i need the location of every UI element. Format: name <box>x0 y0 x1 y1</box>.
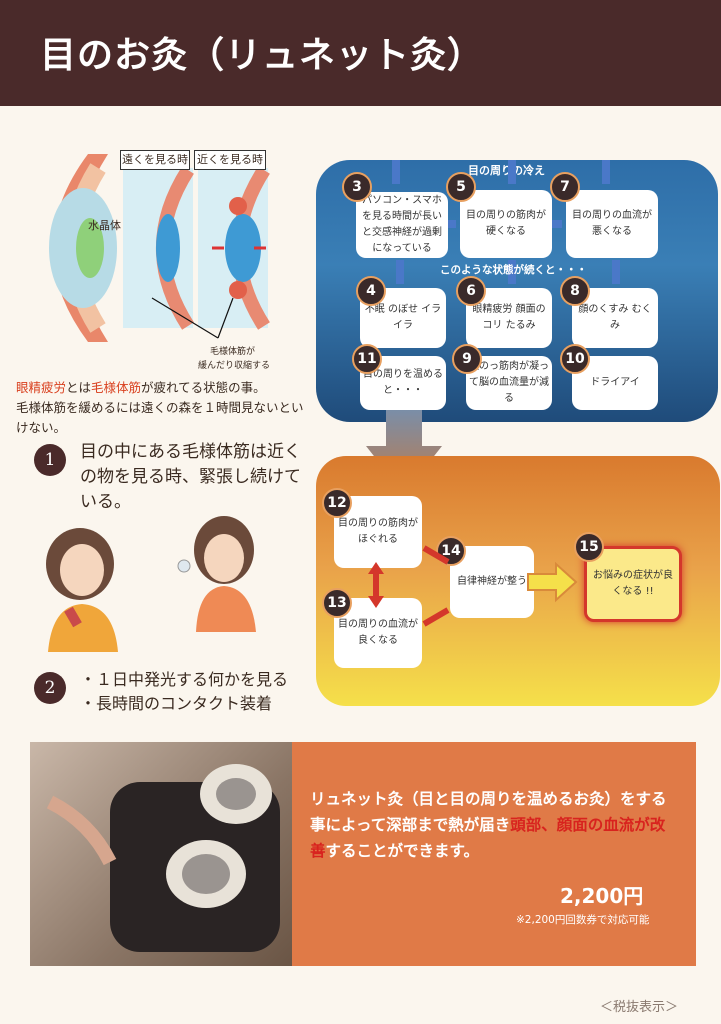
flow-card-7: 目の周りの血流が悪くなる <box>566 190 658 258</box>
badge-11: 11 <box>352 344 382 374</box>
woman-contact-lens-illustration <box>177 516 256 632</box>
badge-6: 6 <box>456 276 486 306</box>
promo-text-c: することができます。 <box>325 842 479 860</box>
flow-card-10: ドライアイ <box>572 356 658 410</box>
tax-note: ＜税抜表示＞ <box>600 1000 679 1015</box>
muscle-label-2: 緩んだり収縮する <box>198 361 271 371</box>
flow-card-3: パソコン・スマホを見る時間が長いと交感神経が過剰になっている <box>356 192 448 258</box>
promo-text-highlight: 頭部、顔面の血流が改善 <box>310 816 666 860</box>
flow-mid-label: このような状態が続くと・・・ <box>440 264 587 276</box>
promo-text: リュネット灸（目と目の周りを温めるお灸）をする事によって深部まで熱が届き頭部、顔… <box>310 786 680 864</box>
badge-12: 12 <box>322 488 352 518</box>
near-view-tag: 近くを見る時 <box>194 150 266 170</box>
eye-illustration <box>49 154 270 342</box>
intro-mid: とは <box>66 380 92 395</box>
price-note: ※2,200円回数券で対応可能 <box>516 914 650 926</box>
intro-text: 眼精疲労とは毛様体筋が疲れてる状態の事。 毛様体筋を緩めるには遠くの森を１時間見… <box>16 378 306 438</box>
term-eyestrain: 眼精疲労 <box>16 380 67 395</box>
promo-text-a: リュネット灸（目と目の周りを温めるお灸）をする事によって深部まで熱が届き <box>310 790 667 834</box>
badge-13: 13 <box>322 588 352 618</box>
badge-5: 5 <box>446 172 476 202</box>
intro-rest: が疲れてる状態の事。 <box>141 380 266 395</box>
point-2-line-1: ・１日中発光する何かを見る <box>80 670 289 689</box>
price: 2,200円 <box>560 884 644 908</box>
lens-label: 水晶体 <box>88 219 121 232</box>
badge-4: 4 <box>356 276 386 306</box>
point-1-number: 1 <box>34 444 66 476</box>
point-2-line-2: ・長時間のコンタクト装着 <box>80 694 273 713</box>
page-title: 目のお灸（リュネット灸） <box>40 34 485 76</box>
big-down-arrow-icon <box>366 410 442 494</box>
flow-card-15: お悩みの症状が良くなる !! <box>584 546 682 622</box>
badge-9: 9 <box>452 344 482 374</box>
flow-top-label: 目の周りの冷え <box>468 164 545 177</box>
point-2-number: 2 <box>34 672 66 704</box>
badge-15: 15 <box>574 532 604 562</box>
badge-8: 8 <box>560 276 590 306</box>
badge-7: 7 <box>550 172 580 202</box>
eye-moxa-photo <box>30 742 292 966</box>
muscle-label-1: 毛様体筋が <box>210 347 256 357</box>
page-header: 目のお灸（リュネット灸） <box>0 0 721 106</box>
far-view-tag: 遠くを見る時 <box>120 150 190 170</box>
point-1-text: 目の中にある毛様体筋は近くの物を見る時、緊張し続けている。 <box>80 442 301 512</box>
woman-phone-illustration <box>46 528 118 652</box>
flow-bottom-arrows <box>368 545 578 627</box>
point-2-text: ・１日中発光する何かを見る ・長時間のコンタクト装着 <box>80 668 320 716</box>
flow-card-5: 目の周りの筋肉が硬くなる <box>460 190 552 258</box>
badge-3: 3 <box>342 172 372 202</box>
intro-line2: 毛様体筋を緩めるには遠くの森を１時間見ないといけない。 <box>16 400 304 435</box>
badge-10: 10 <box>560 344 590 374</box>
term-ciliary: 毛様体筋 <box>91 380 142 395</box>
